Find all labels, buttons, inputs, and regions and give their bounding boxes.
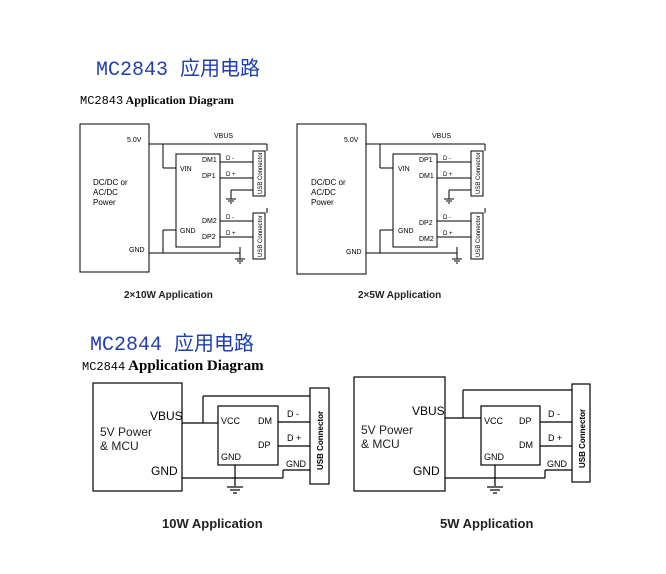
connector-label: USB Connector bbox=[258, 152, 264, 194]
power-label-line1: DC/DC or bbox=[311, 178, 346, 187]
power-label-line3: Power bbox=[93, 198, 116, 207]
pin-label: DM bbox=[258, 416, 272, 426]
ground-icon bbox=[227, 486, 243, 494]
vcc-label: VCC bbox=[221, 416, 241, 426]
vin-label: VIN bbox=[180, 166, 192, 173]
gnd-in-label: GND bbox=[221, 452, 242, 462]
line-label: D + bbox=[287, 433, 301, 443]
pin-label: DM2 bbox=[202, 218, 217, 225]
power-label-line2: AC/DC bbox=[93, 188, 118, 197]
power-block bbox=[79, 123, 150, 273]
connector-label: USB Connector bbox=[476, 215, 482, 257]
pin-label: DM2 bbox=[419, 236, 434, 243]
line-label: D + bbox=[548, 433, 562, 443]
line-label: D - bbox=[443, 215, 451, 221]
mc2843-ic bbox=[175, 153, 221, 248]
power-label-line1: 5V Power bbox=[361, 423, 413, 437]
usb-connector bbox=[309, 387, 330, 485]
power-label-line2: & MCU bbox=[100, 439, 139, 453]
connector-label: USB Connector bbox=[258, 215, 264, 257]
vbus-label: VBUS bbox=[150, 409, 183, 423]
line-label: D - bbox=[226, 156, 234, 162]
mc2844-section-title: MC2844 应用电路 bbox=[90, 334, 255, 357]
power-label-line3: Power bbox=[311, 198, 334, 207]
line-label: GND bbox=[286, 459, 307, 469]
gnd-out-label: GND bbox=[151, 464, 178, 478]
usb-connector-2 bbox=[470, 212, 484, 260]
pin-label: DP2 bbox=[419, 220, 433, 227]
usb-connector-2 bbox=[252, 212, 266, 260]
power-block bbox=[296, 123, 367, 275]
line-label: D - bbox=[443, 156, 451, 162]
mc2843-subtitle-code: MC2843 bbox=[80, 94, 124, 108]
gnd-out-label: GND bbox=[346, 249, 362, 256]
pin-label: DP1 bbox=[419, 157, 433, 164]
gnd-out-label: GND bbox=[129, 247, 145, 254]
mc2844-subtitle-code: MC2844 bbox=[82, 360, 126, 374]
power-label-line2: & MCU bbox=[361, 437, 400, 451]
mc2843-section-title: MC2843 应用电路 bbox=[96, 59, 261, 82]
mc2843-diagram-subtitle: MC2843 Application Diagram bbox=[80, 93, 234, 108]
line-label: D - bbox=[548, 409, 560, 419]
line-label: D + bbox=[443, 231, 453, 237]
pin-label: DM1 bbox=[202, 157, 217, 164]
power-label-line1: DC/DC or bbox=[93, 178, 128, 187]
power-block bbox=[353, 376, 446, 492]
pin-label: DP bbox=[258, 440, 271, 450]
connector-label: USB Connector bbox=[316, 411, 325, 470]
mc2844-ic bbox=[217, 405, 279, 466]
gnd-in-label: GND bbox=[180, 228, 196, 235]
pin-label: DP bbox=[519, 416, 532, 426]
mc2844-caption-10w: 10W Application bbox=[162, 516, 263, 531]
connector-label: USB Connector bbox=[476, 152, 482, 194]
ground-icon bbox=[444, 198, 462, 264]
gnd-out-label: GND bbox=[413, 464, 440, 478]
vbus-label: VBUS bbox=[432, 133, 451, 140]
usb-connector-1 bbox=[470, 150, 484, 197]
supply-label: 5.0V bbox=[127, 137, 142, 144]
pin-label: DM bbox=[519, 440, 533, 450]
ground-icon bbox=[226, 198, 245, 264]
power-block bbox=[92, 382, 183, 492]
mc2844-diagram-subtitle: MC2844 Application Diagram bbox=[82, 358, 264, 375]
line-label: D + bbox=[443, 172, 453, 178]
line-label: D + bbox=[226, 231, 236, 237]
mc2844-caption-5w: 5W Application bbox=[440, 516, 534, 531]
line-label: D + bbox=[226, 172, 236, 178]
power-label-line2: AC/DC bbox=[311, 188, 336, 197]
gnd-in-label: GND bbox=[398, 228, 414, 235]
gnd-in-label: GND bbox=[484, 452, 505, 462]
mc2843-caption-2x5w: 2×5W Application bbox=[358, 290, 442, 301]
vbus-label: VBUS bbox=[214, 133, 233, 140]
usb-connector bbox=[571, 383, 591, 483]
mc2844-ic bbox=[480, 405, 541, 466]
mc2843-ic bbox=[392, 153, 438, 248]
mc2843-caption-2x10w: 2×10W Application bbox=[124, 290, 213, 301]
pin-label: DP1 bbox=[202, 173, 216, 180]
vcc-label: VCC bbox=[484, 416, 504, 426]
mc2844-subtitle-text: Application Diagram bbox=[125, 358, 264, 374]
line-label: GND bbox=[547, 459, 568, 469]
pin-label: DP2 bbox=[202, 234, 216, 241]
usb-connector-1 bbox=[252, 150, 266, 197]
connector-label: USB Connector bbox=[578, 409, 587, 468]
line-label: D - bbox=[287, 409, 299, 419]
pin-label: DM1 bbox=[419, 173, 434, 180]
mc2843-subtitle-text: Application Diagram bbox=[123, 93, 234, 107]
power-label-line1: 5V Power bbox=[100, 425, 152, 439]
line-label: D - bbox=[226, 215, 234, 221]
supply-label: 5.0V bbox=[344, 137, 359, 144]
ground-icon bbox=[487, 486, 503, 494]
vbus-label: VBUS bbox=[412, 404, 445, 418]
vin-label: VIN bbox=[398, 166, 410, 173]
